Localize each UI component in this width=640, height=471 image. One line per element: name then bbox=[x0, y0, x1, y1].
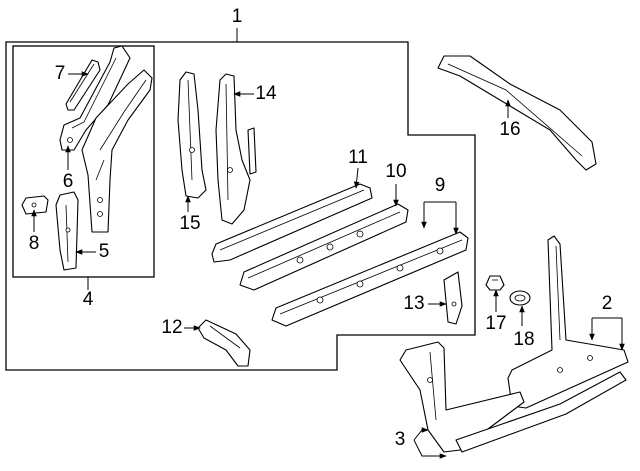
part-2-side-assembly[interactable] bbox=[507, 235, 629, 409]
callout-1: 1 bbox=[232, 6, 243, 27]
part-3-lower-assembly[interactable] bbox=[399, 341, 627, 453]
callout-15: 15 bbox=[179, 213, 200, 234]
part-5-lower-bracket[interactable] bbox=[55, 191, 79, 271]
callout-16: 16 bbox=[499, 119, 520, 140]
part-18-grommet[interactable] bbox=[509, 290, 531, 306]
callout-10: 10 bbox=[385, 161, 406, 182]
leader-lines bbox=[31, 28, 625, 459]
part-10-rocker-inner[interactable] bbox=[239, 203, 409, 291]
part-5-reinforcement[interactable] bbox=[81, 69, 153, 233]
part-16-roof-bow[interactable] bbox=[437, 55, 597, 171]
callout-6: 6 bbox=[63, 171, 74, 192]
callout-8: 8 bbox=[29, 233, 40, 254]
callout-12: 12 bbox=[161, 317, 182, 338]
callout-7: 7 bbox=[55, 63, 66, 84]
callout-5: 5 bbox=[99, 241, 110, 262]
callout-17: 17 bbox=[485, 313, 506, 334]
part-11-sill-panel[interactable] bbox=[211, 183, 373, 263]
part-7-strip[interactable] bbox=[65, 59, 101, 111]
callout-14: 14 bbox=[255, 83, 277, 104]
part-12-arch[interactable] bbox=[197, 319, 251, 367]
part-13-gusset[interactable] bbox=[443, 271, 463, 325]
part-17-fastener[interactable] bbox=[485, 275, 505, 291]
callout-4: 4 bbox=[83, 289, 94, 310]
callout-9: 9 bbox=[435, 175, 446, 196]
part-8-bracket[interactable] bbox=[21, 195, 49, 215]
part-6-pillar-inner[interactable] bbox=[59, 45, 131, 151]
callout-2: 2 bbox=[602, 293, 613, 314]
part-15-pillar-piece[interactable] bbox=[177, 71, 207, 199]
assembly-frame bbox=[5, 41, 476, 371]
callout-13: 13 bbox=[403, 293, 424, 314]
callout-18: 18 bbox=[513, 329, 534, 350]
callout-3: 3 bbox=[395, 429, 406, 450]
part-9-rocker-outer[interactable] bbox=[271, 231, 469, 327]
callout-11: 11 bbox=[348, 147, 368, 168]
callouts: 1 7 6 8 5 4 15 14 11 10 9 12 13 16 17 18… bbox=[29, 6, 613, 450]
part-14-b-pillar[interactable] bbox=[215, 73, 257, 225]
subassembly-frame bbox=[12, 45, 155, 278]
